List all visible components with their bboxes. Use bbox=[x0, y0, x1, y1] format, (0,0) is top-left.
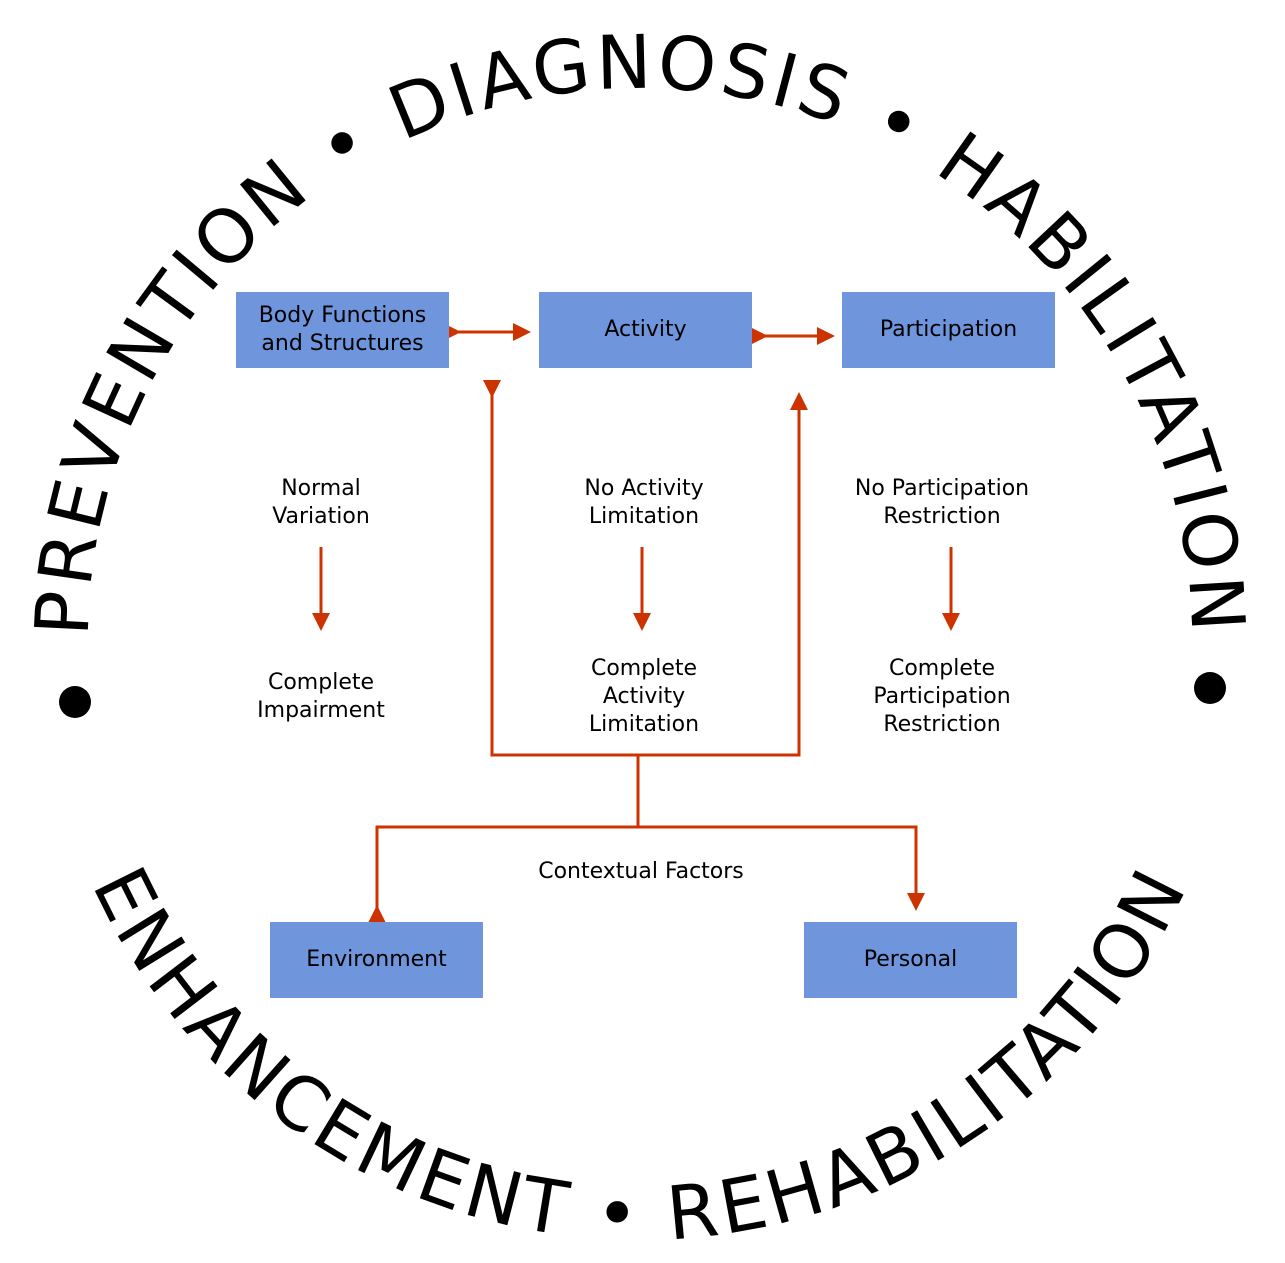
box-environment: Environment bbox=[270, 922, 483, 998]
ring-bottom-text: ENHANCEMENT • REHABILITATION bbox=[75, 854, 1204, 1258]
box-activity: Activity bbox=[539, 292, 752, 368]
box-personal: Personal bbox=[804, 922, 1017, 998]
label-complete-participation-restriction: Complete Participation Restriction bbox=[873, 656, 1011, 737]
label-contextual-factors: Contextual Factors bbox=[538, 859, 744, 884]
label-complete-activity-limitation: Complete Activity Limitation bbox=[588, 656, 700, 737]
label-normal-variation: Normal Variation bbox=[272, 476, 370, 529]
ring-dot-right bbox=[1194, 672, 1226, 704]
connector-contextual-up bbox=[483, 380, 808, 757]
ring-dot-left bbox=[59, 686, 91, 718]
box-body-functions: Body Functions and Structures bbox=[236, 292, 449, 368]
connector-contextual-down bbox=[368, 825, 925, 923]
box-participation: Participation bbox=[842, 292, 1055, 368]
label-no-participation-restriction: No Participation Restriction bbox=[854, 476, 1030, 529]
label-no-activity-limitation: No Activity Limitation bbox=[584, 476, 704, 529]
label-complete-impairment: Complete Impairment bbox=[257, 670, 385, 723]
